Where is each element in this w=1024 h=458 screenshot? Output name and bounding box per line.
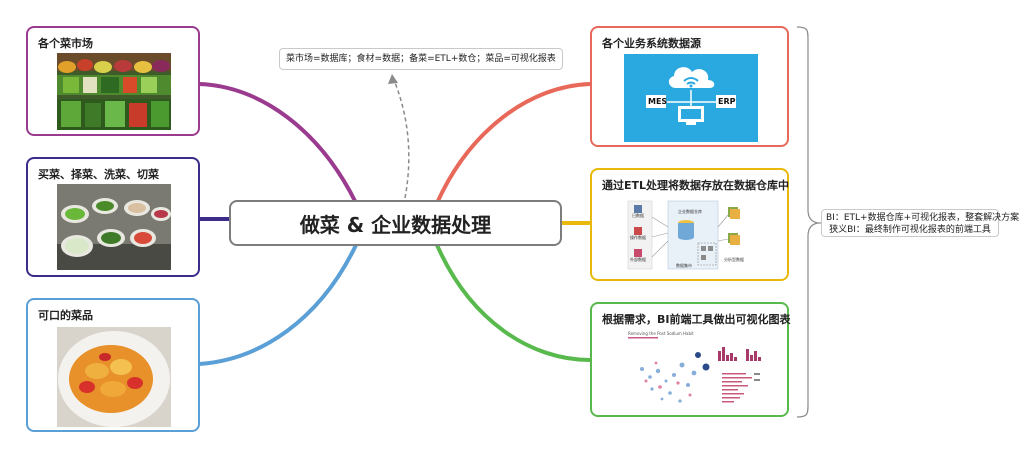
erp-label: ERP	[718, 97, 736, 106]
right-node-etl[interactable]: 通过ETL处理将数据存放在数据仓库中 日数据 操作数据	[590, 168, 789, 281]
etl-mart-label: 数据集市	[676, 263, 692, 268]
summary-bracket	[796, 26, 819, 418]
right-node-bi[interactable]: 根据需求，BI前端工具做出可视化图表 Removing the Post Sod…	[590, 302, 791, 417]
left-node-market-label: 各个菜市场	[38, 37, 93, 50]
bi-dashboard-screenshot: Removing the Post Sodium Habit	[622, 329, 772, 413]
etl-warehouse-label: 企业数据仓库	[678, 209, 702, 214]
cooked-dish-photo	[57, 327, 171, 427]
bi-dashboard-title: Removing the Post Sodium Habit	[628, 331, 694, 336]
connector-left-3	[197, 243, 358, 366]
connector-right-1	[435, 82, 592, 205]
analogy-note[interactable]: 菜市场=数据库；食材=数据；备菜=ETL+数仓；菜品=可视化报表	[279, 48, 563, 70]
bi-definition-line-2: 狭义BI：最终制作可视化报表的前端工具	[829, 225, 991, 235]
dashed-arrow-to-note	[393, 79, 410, 199]
bi-definition-note[interactable]: BI：ETL+数据仓库+可视化报表，整套解决方案 狭义BI：最终制作可视化报表的…	[821, 209, 1020, 237]
bi-definition-line-1: BI：ETL+数据仓库+可视化报表，整套解决方案	[826, 213, 1020, 223]
right-node-data-sources-label: 各个业务系统数据源	[602, 37, 701, 50]
etl-source-3: 外部数据	[630, 257, 646, 262]
left-node-market[interactable]: 各个菜市场	[26, 26, 200, 136]
connector-left-1	[197, 82, 358, 205]
central-topic-title: 做菜 & 企业数据处理	[299, 212, 492, 237]
etl-source-1: 日数据	[632, 213, 644, 218]
etl-output-label: 分析型数据	[724, 257, 744, 262]
prepared-ingredients-photo	[57, 184, 171, 270]
etl-source-2: 操作数据	[630, 235, 646, 240]
cloud-systems-illustration: MES ERP	[624, 54, 758, 142]
dashed-arrow-head	[388, 74, 398, 84]
mes-label: MES	[648, 97, 668, 106]
left-node-prep[interactable]: 买菜、择菜、洗菜、切菜	[26, 157, 200, 277]
right-node-bi-label: 根据需求，BI前端工具做出可视化图表	[602, 313, 791, 326]
central-topic[interactable]: 做菜 & 企业数据处理	[229, 200, 562, 246]
right-node-etl-label: 通过ETL处理将数据存放在数据仓库中	[602, 179, 790, 192]
left-node-dish-label: 可口的菜品	[38, 309, 93, 322]
analogy-note-text: 菜市场=数据库；食材=数据；备菜=ETL+数仓；菜品=可视化报表	[286, 54, 556, 64]
connector-right-3	[435, 243, 592, 362]
left-node-prep-label: 买菜、择菜、洗菜、切菜	[38, 168, 159, 181]
etl-warehouse-diagram: 日数据 操作数据 外部数据 企业数据仓库 数据集市 分析型数据	[618, 197, 766, 275]
right-node-data-sources[interactable]: 各个业务系统数据源 MES ERP	[590, 26, 789, 147]
left-node-dish[interactable]: 可口的菜品	[26, 298, 200, 432]
vegetable-market-photo	[57, 53, 171, 130]
